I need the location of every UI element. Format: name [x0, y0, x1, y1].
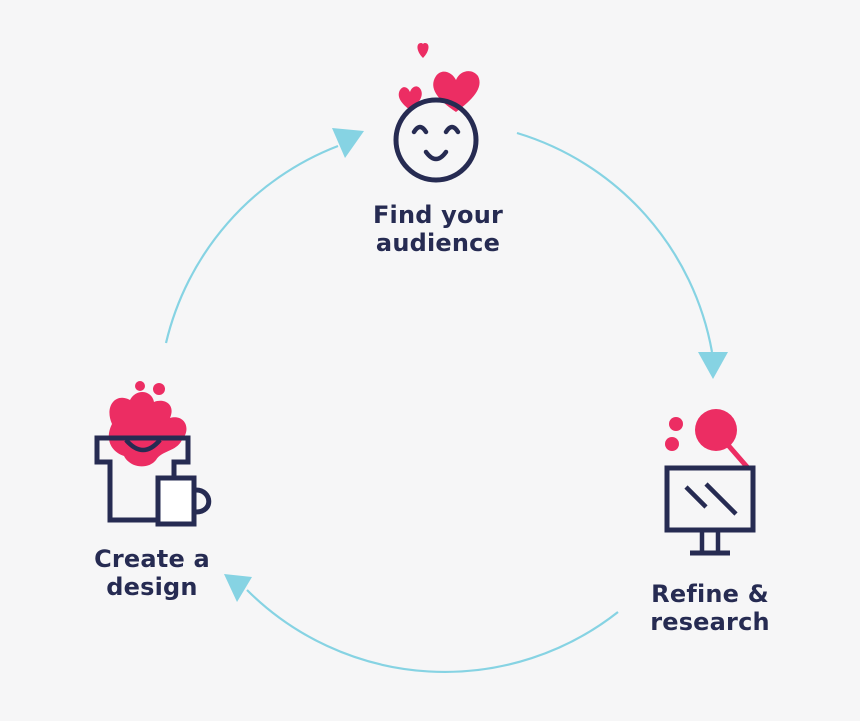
- tshirt-and-mug-icon: [94, 381, 212, 527]
- node-label-find-your-audience: Find your audience: [338, 201, 538, 257]
- arrow-refine-to-create: [224, 574, 619, 674]
- node-label-line: audience: [375, 229, 501, 257]
- monitor-with-magnifier-icon: [664, 409, 756, 556]
- node-label-line: Create a: [94, 545, 210, 573]
- arrow-find-to-refine: [516, 131, 728, 379]
- node-label-create-a-design: Create a design: [52, 545, 252, 601]
- node-label-line: Find your: [372, 201, 504, 229]
- node-label-line: research: [650, 608, 770, 636]
- node-label-refine-and-research: Refine & research: [610, 580, 810, 636]
- smiling-face-with-hearts-icon: [393, 43, 480, 183]
- node-label-line: design: [106, 573, 198, 601]
- arrow-create-to-find: [164, 128, 364, 344]
- node-label-line: Refine &: [651, 580, 769, 608]
- heart-icon: [417, 43, 429, 58]
